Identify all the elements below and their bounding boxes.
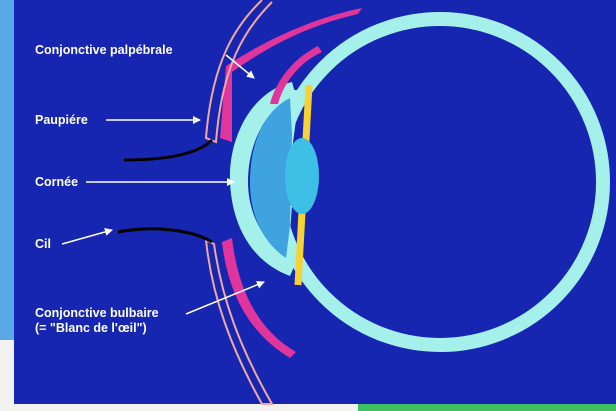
lens: [285, 138, 319, 214]
bottom-band: [0, 340, 14, 411]
green-strip: [358, 404, 616, 411]
left-blue-band: [0, 0, 14, 340]
slide-background: [14, 0, 616, 404]
label-conjonctive-palpebrale: Conjonctive palpébrale: [35, 43, 173, 57]
label-conjonctive-bulbaire-line1: Conjonctive bulbaire: [35, 306, 159, 320]
label-paupiere: Paupiére: [35, 113, 88, 127]
label-cil: Cil: [35, 237, 51, 251]
label-cornee: Cornée: [35, 175, 78, 189]
label-conjonctive-bulbaire-line2: (= "Blanc de l'œil"): [35, 321, 147, 335]
